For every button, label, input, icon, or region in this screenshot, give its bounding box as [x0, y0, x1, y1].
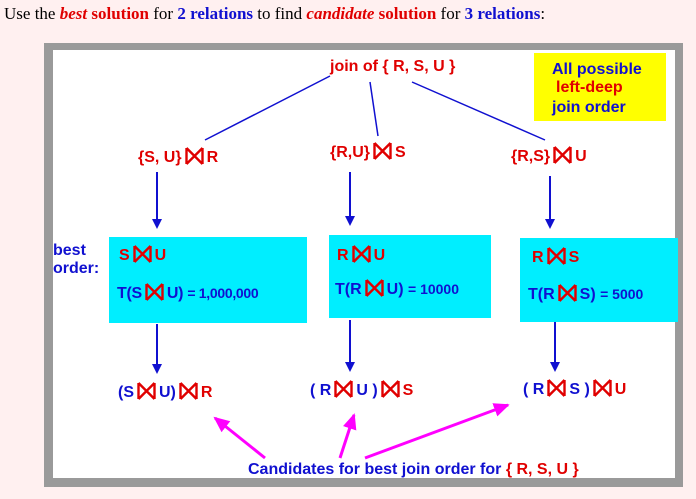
bowtie-join-icon [553, 146, 572, 164]
node-right-rel: U [575, 148, 587, 165]
heading-candidate: candidate [306, 4, 375, 23]
page-heading: Use the best solution for 2 relations to… [4, 4, 545, 24]
box-rel-b: U [373, 247, 386, 264]
cost-mid: S) [579, 286, 596, 303]
bowtie-join-icon [351, 245, 371, 263]
box-rel-b: S [568, 249, 580, 266]
best-label-line1: best [53, 242, 86, 259]
candidate-part: R [200, 384, 213, 401]
node-mid-rel: S [395, 144, 406, 161]
candidate-part: U ) [356, 382, 378, 399]
tree-line [204, 75, 331, 141]
node-left-set: {S, U} [138, 149, 182, 166]
node-rs-u: {R,S} U [511, 146, 587, 166]
magenta-arrow-icon [338, 413, 357, 459]
legend-box: All possible left-deep join order [534, 53, 666, 121]
bowtie-join-icon [137, 382, 156, 400]
candidate-part: S ) [569, 381, 590, 398]
box-rel-a: R [337, 247, 349, 264]
tree-line [411, 81, 546, 141]
candidate-ru-s: ( R U ) S [310, 380, 413, 400]
cost-value: = 10000 [408, 281, 459, 297]
candidate-part: (S [118, 384, 134, 401]
best-label-line2: order: [53, 260, 100, 277]
magenta-arrow-icon [213, 416, 266, 460]
heading-solution: solution [87, 4, 149, 23]
bowtie-join-icon [593, 379, 612, 397]
heading-best: best [59, 4, 88, 23]
cost-prefix: T(S [117, 285, 142, 302]
heading-solution: solution [374, 4, 437, 23]
bowtie-join-icon [334, 380, 354, 398]
bowtie-join-icon [184, 147, 204, 165]
bowtie-join-icon [364, 279, 384, 297]
heading-text: for [436, 4, 465, 23]
magenta-arrow-icon [364, 403, 510, 460]
heading-text: to find [253, 4, 307, 23]
legend-line2: left-deep [556, 79, 623, 96]
box-cost: T(R S) = 5000 [528, 284, 643, 304]
candidate-part: ( R [310, 382, 332, 399]
heading-text: for [149, 4, 178, 23]
heading-text: : [540, 4, 546, 23]
root-node: join of { R, S, U } [330, 58, 456, 75]
bowtie-join-icon [179, 382, 198, 400]
caption-text: Candidates for best join order for [248, 461, 506, 478]
candidate-part: U) [159, 384, 176, 401]
cost-mid: U) [166, 285, 184, 302]
heading-text: Use the [4, 4, 60, 23]
cost-prefix: T(R [335, 281, 362, 298]
box-cost: T(R U) = 10000 [335, 279, 459, 299]
bowtie-join-icon [380, 380, 400, 398]
cost-value: = 5000 [600, 286, 644, 302]
heading-two-relations: 2 relations [177, 4, 254, 23]
bowtie-join-icon [547, 379, 567, 397]
bowtie-join-icon [145, 283, 164, 301]
box-rel-b: U [154, 247, 167, 264]
candidate-part: S [402, 382, 414, 399]
node-su-r: {S, U} R [138, 147, 218, 167]
candidate-su-r: (S U) R [118, 382, 212, 402]
bowtie-join-icon [132, 245, 152, 263]
candidates-caption: Candidates for best join order for { R, … [248, 461, 579, 479]
box-cost: T(S U) = 1,000,000 [117, 283, 259, 303]
heading-three-relations: 3 relations [464, 4, 541, 23]
candidate-rs-u: ( R S ) U [523, 379, 626, 399]
legend-line1: All possible [552, 61, 642, 78]
candidate-part: U [614, 381, 627, 398]
cost-prefix: T(R [528, 286, 555, 303]
box-rel-a: R [532, 249, 544, 266]
node-right-set: {R,S} [511, 148, 551, 165]
caption-set: { R, S, U } [505, 461, 579, 478]
cost-mid: U) [386, 281, 404, 298]
box-rel-a: S [119, 247, 130, 264]
node-left-rel: R [206, 149, 219, 166]
bowtie-join-icon [557, 284, 577, 302]
candidate-part: ( R [523, 381, 545, 398]
bowtie-join-icon [373, 142, 392, 160]
legend-line3: join order [552, 99, 626, 116]
tree-line [369, 81, 379, 137]
bowtie-join-icon [546, 247, 566, 265]
node-mid-set: {R,U} [330, 144, 371, 161]
node-ru-s: {R,U} S [330, 142, 406, 162]
cost-value: = 1,000,000 [187, 285, 259, 301]
